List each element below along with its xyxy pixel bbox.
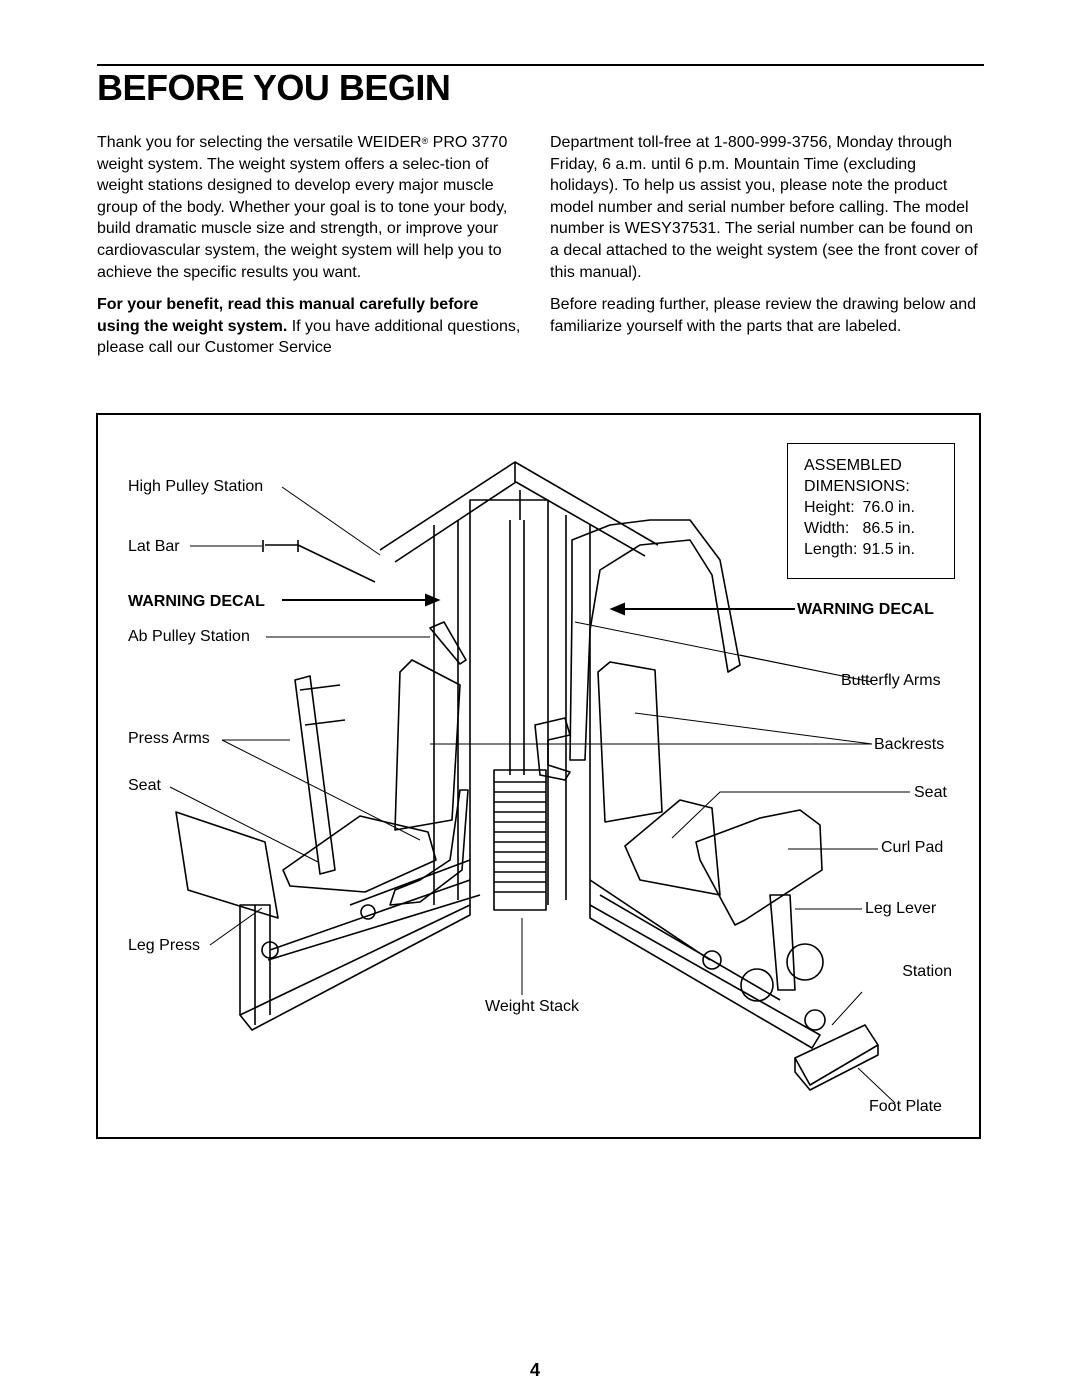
warning-arrowhead-right bbox=[609, 602, 625, 616]
label-curl-pad: Curl Pad bbox=[881, 839, 944, 856]
label-leg-lever: Leg Lever bbox=[865, 900, 937, 917]
dimension-height: Height: 76.0 in. bbox=[804, 499, 915, 516]
dimensions-title-2: DIMENSIONS: bbox=[804, 478, 910, 495]
roller-a bbox=[786, 943, 824, 981]
butterfly-handle bbox=[534, 717, 571, 781]
label-foot-plate: Foot Plate bbox=[869, 1098, 942, 1115]
label-seat-right: Seat bbox=[914, 784, 947, 801]
leader-press-arms bbox=[221, 739, 421, 841]
leader-leg-press bbox=[209, 907, 263, 946]
registered-mark: ® bbox=[421, 136, 429, 146]
ab-pulley-handle bbox=[429, 621, 467, 665]
label-high-pulley-station: High Pulley Station bbox=[128, 478, 264, 495]
dimension-length: Length: 91.5 in. bbox=[804, 541, 915, 558]
press-handle bbox=[389, 789, 469, 906]
roller-b bbox=[740, 968, 774, 1002]
butterfly-arm bbox=[569, 519, 741, 761]
warning-arrowhead-left bbox=[425, 593, 441, 607]
base-right bbox=[589, 904, 821, 1049]
assembled-dimensions-box: ASSEMBLED DIMENSIONS: Height: 76.0 in. W… bbox=[787, 443, 955, 579]
cable-left bbox=[267, 859, 481, 961]
leader-foot-plate bbox=[857, 1067, 896, 1104]
leader-butterfly bbox=[574, 621, 873, 683]
leg-press-upright bbox=[239, 904, 271, 1025]
curl-pad bbox=[695, 809, 823, 926]
weight-stack bbox=[493, 769, 547, 911]
label-warning-decal-left: WARNING DECAL bbox=[128, 593, 265, 610]
intro-paragraph-4: Before reading further, please review th… bbox=[550, 296, 977, 335]
dimension-width: Width: 86.5 in. bbox=[804, 520, 915, 537]
label-lat-bar: Lat Bar bbox=[128, 538, 180, 555]
dimensions-title-1: ASSEMBLED bbox=[804, 457, 902, 474]
leg-press-plate bbox=[175, 811, 279, 919]
lat-bar bbox=[262, 540, 376, 583]
label-backrests: Backrests bbox=[874, 736, 945, 753]
pulley-mid-left bbox=[360, 904, 376, 920]
weight-plates bbox=[494, 781, 546, 893]
label-warning-decal-right: WARNING DECAL bbox=[797, 601, 934, 618]
left-backrest bbox=[394, 659, 461, 831]
press-arm-frame bbox=[294, 675, 346, 875]
base-left bbox=[239, 904, 471, 1031]
header-rule bbox=[97, 64, 984, 66]
label-low-pulley-station: Station bbox=[902, 963, 952, 980]
weight-stack-guides bbox=[509, 490, 525, 775]
leader-seat-right bbox=[671, 791, 910, 839]
intro-right-column: Department toll-free at 1-800-999-3756, … bbox=[550, 132, 984, 348]
intro-paragraph-2: For your benefit, read this manual caref… bbox=[97, 296, 521, 357]
leader-backrests bbox=[430, 712, 873, 745]
label-ab-pulley-station: Ab Pulley Station bbox=[128, 628, 250, 645]
intro-paragraph-1: Thank you for selecting the versatile WE… bbox=[97, 134, 508, 281]
label-weight-stack: Weight Stack bbox=[485, 998, 579, 1015]
label-leg-press: Leg Press bbox=[128, 937, 201, 954]
top-frame bbox=[379, 461, 659, 563]
pulley-left-low bbox=[261, 941, 279, 959]
label-press-arms: Press Arms bbox=[128, 730, 210, 747]
page-number: 4 bbox=[530, 1360, 541, 1380]
left-seat bbox=[282, 815, 437, 893]
leader-seat-left bbox=[169, 786, 319, 863]
pulley-low bbox=[804, 1009, 826, 1031]
page-title: BEFORE YOU BEGIN bbox=[97, 67, 451, 108]
intro-paragraph-3: Department toll-free at 1-800-999-3756, … bbox=[550, 134, 978, 281]
foot-plate bbox=[794, 1024, 879, 1091]
label-seat-left: Seat bbox=[128, 777, 161, 794]
right-backrest bbox=[597, 661, 663, 823]
pulley-right-mid bbox=[702, 950, 722, 970]
intro-left-column: Thank you for selecting the versatile WE… bbox=[97, 132, 521, 370]
tower-frame bbox=[433, 510, 591, 905]
diagram-frame bbox=[96, 413, 981, 1139]
cable-right bbox=[589, 879, 781, 1001]
label-butterfly-arms: Butterfly Arms bbox=[841, 672, 941, 689]
leader-high-pulley bbox=[281, 486, 381, 556]
right-seat bbox=[624, 799, 721, 896]
leg-lever bbox=[769, 894, 796, 991]
leader-low-pulley bbox=[831, 991, 863, 1026]
